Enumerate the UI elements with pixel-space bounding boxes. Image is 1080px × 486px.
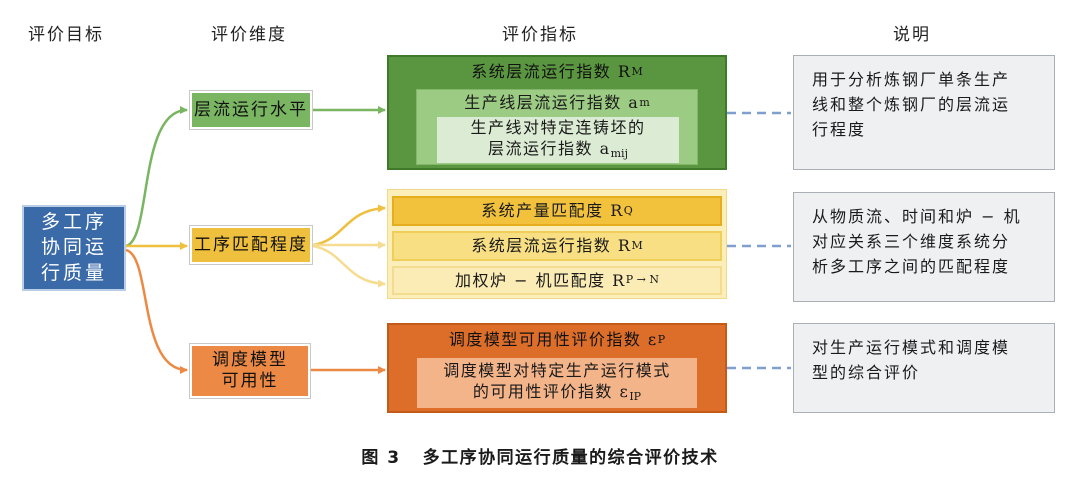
indicator-laminar-inner-line-2: 层流运行指数 a — [487, 139, 611, 159]
note-scheduling-line-1: 对生产运行模式和调度模 — [812, 338, 1011, 357]
dimension-laminar: 层流运行水平 — [190, 91, 312, 129]
indicator-scheduling-inner-sub: IP — [629, 390, 642, 404]
indicator-match-3-sub: P → N — [625, 273, 659, 287]
note-laminar-line-2: 线和整个炼钢厂的层流运 — [812, 94, 1011, 114]
note-laminar: 用于分析炼钢厂单条生产 线和整个炼钢厂的层流运 行程度 — [793, 55, 1055, 170]
indicator-scheduling-outer-sub: P — [657, 332, 666, 346]
note-laminar-line-1: 用于分析炼钢厂单条生产 — [812, 70, 1011, 89]
note-scheduling-line-2: 型的综合评价 — [812, 362, 921, 382]
dimension-scheduling: 调度模型 可用性 — [190, 344, 310, 398]
note-scheduling: 对生产运行模式和调度模 型的综合评价 — [793, 323, 1055, 413]
note-laminar-line-3: 行程度 — [812, 119, 867, 139]
arrow-matching-to-match3 — [312, 244, 386, 288]
dimension-scheduling-line-2: 可用性 — [221, 371, 279, 391]
indicator-scheduling-inner-line-1: 调度模型对特定生产运行模式 — [443, 361, 671, 381]
arrow-goal-to-laminar — [125, 106, 188, 248]
indicator-match-3-label: 加权炉 − 机匹配度 R — [455, 270, 626, 290]
indicator-scheduling-inner-line-2: 的可用性评价指数 ε — [472, 382, 630, 402]
note-matching-line-1: 从物质流、时间和炉 − 机 — [812, 207, 1022, 226]
indicator-scheduling-inner: 调度模型对特定生产运行模式 的可用性评价指数 εIP — [417, 358, 697, 408]
note-matching-line-2: 对应关系三个维度系统分 — [812, 231, 1011, 251]
dimension-scheduling-line-1: 调度模型 — [212, 349, 288, 370]
header-goal: 评价目标 — [28, 25, 104, 45]
figure-caption: 图 3 多工序协同运行质量的综合评价技术 — [0, 443, 1080, 468]
indicator-laminar-inner-line-1: 生产线对特定连铸坯的 — [470, 118, 646, 138]
dimension-matching: 工序匹配程度 — [190, 226, 312, 264]
indicator-match-2-sub: M — [631, 238, 643, 252]
indicator-laminar-inner: 生产线对特定连铸坯的 层流运行指数 amij — [437, 117, 679, 163]
indicator-laminar-middle-sub: m — [639, 95, 650, 109]
goal-line-1: 多工序 — [40, 210, 107, 233]
indicator-laminar-outer-label: 系统层流运行指数 R — [471, 62, 632, 82]
indicator-scheduling-outer-label: 调度模型可用性评价指数 ε — [448, 330, 658, 350]
goal-line-3: 行质量 — [40, 261, 107, 284]
indicator-match-1-label: 系统产量匹配度 R — [481, 201, 624, 221]
indicator-laminar-middle-label: 生产线层流运行指数 a — [464, 93, 640, 113]
indicator-match-2-label: 系统层流运行指数 R — [471, 236, 632, 256]
arrow-matching-to-match1 — [312, 204, 386, 247]
goal-line-2: 协同运 — [40, 236, 107, 259]
header-indicator: 评价指标 — [502, 25, 578, 45]
note-matching-line-3: 析多工序之间的匹配程度 — [812, 256, 1011, 276]
header-note: 说明 — [893, 25, 931, 45]
indicator-laminar-outer-sub: M — [631, 64, 643, 78]
figure-title: 多工序协同运行质量的综合评价技术 — [422, 448, 719, 468]
header-dimension: 评价维度 — [211, 25, 287, 45]
goal-box: 多工序 协同运 行质量 — [22, 205, 126, 291]
note-matching: 从物质流、时间和炉 − 机 对应关系三个维度系统分 析多工序之间的匹配程度 — [793, 192, 1055, 302]
arrow-goal-to-scheduling — [125, 248, 188, 374]
figure-number: 图 3 — [361, 448, 401, 468]
indicator-match-1-sub: Q — [623, 203, 633, 217]
indicator-laminar-inner-sub: mij — [610, 147, 628, 161]
